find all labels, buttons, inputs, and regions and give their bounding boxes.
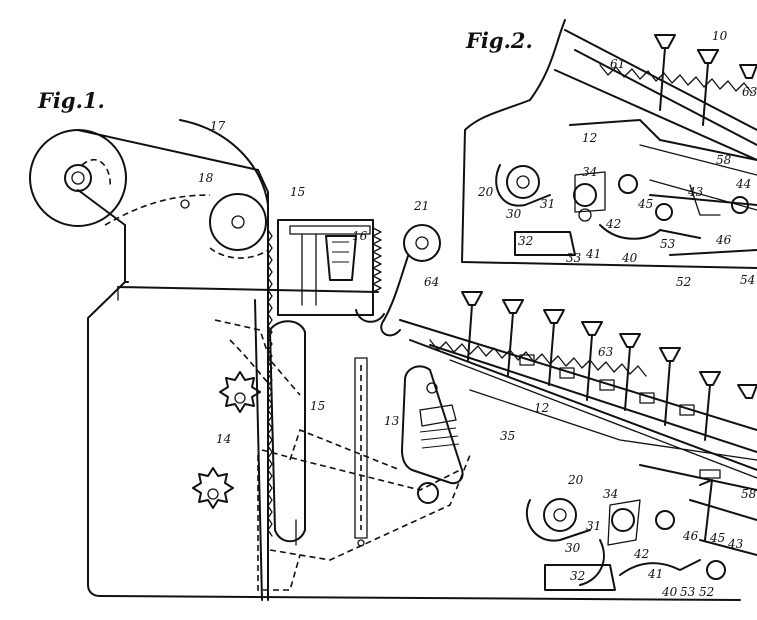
- reference-label: 18: [198, 171, 214, 185]
- reference-label: 13: [384, 414, 400, 428]
- reference-label: 40: [621, 251, 638, 265]
- reference-label: 45: [709, 531, 725, 545]
- lower-mechanism: [525, 464, 757, 591]
- reference-label: 58: [741, 487, 757, 501]
- fig2-labels: 10 61 63 12 20 30 31 34 32 33 42 41 40 5…: [477, 29, 757, 289]
- fig1-labels: 17 18 15 16 21 64 63 12 13 35 14 15 20 3…: [198, 119, 757, 599]
- hook-21: [380, 224, 441, 337]
- main-frame: [87, 224, 741, 601]
- reference-label: 64: [424, 275, 439, 289]
- reference-label: 42: [605, 217, 621, 231]
- fig2-mechanism: [495, 164, 757, 256]
- reference-label: 12: [582, 131, 597, 145]
- reference-label: 42: [633, 547, 649, 561]
- reference-label: 53: [660, 237, 676, 251]
- reference-label: 52: [699, 585, 714, 599]
- guide-arc: [179, 119, 269, 206]
- horizontal-rod: [117, 286, 379, 293]
- reference-label: 15: [310, 399, 325, 413]
- reference-label: 52: [676, 275, 691, 289]
- carriage-16: [277, 219, 374, 316]
- reference-label: 34: [582, 165, 597, 179]
- reference-label: 46: [715, 233, 732, 247]
- figure-2: Fig.2.: [461, 19, 757, 289]
- toothed-rack: [254, 229, 273, 601]
- reference-label: 41: [585, 247, 601, 261]
- fig2-title: Fig.2.: [465, 28, 533, 53]
- reference-label: 32: [518, 234, 533, 248]
- figure-1: Fig.1.: [29, 88, 757, 601]
- reference-label: 15: [290, 185, 305, 199]
- reference-label: 17: [210, 119, 226, 133]
- reference-label: 63: [598, 345, 614, 359]
- reference-label: 21: [413, 199, 429, 213]
- reference-label: 12: [534, 401, 549, 415]
- reference-label: 44: [735, 177, 751, 191]
- fig2-border: [461, 19, 757, 269]
- reference-label: 45: [637, 197, 653, 211]
- reference-label: 20: [567, 473, 584, 487]
- slide-15: [269, 320, 306, 543]
- reference-label: 32: [570, 569, 585, 583]
- spool-assembly: [29, 129, 259, 227]
- fig1-title: Fig.1.: [37, 88, 105, 113]
- reference-label: 61: [610, 57, 625, 71]
- reference-label: 40: [661, 585, 678, 599]
- reference-label: 54: [740, 273, 755, 287]
- key-levers: [399, 291, 757, 479]
- reference-label: 46: [682, 529, 699, 543]
- reference-label: 35: [500, 429, 515, 443]
- fig2-key-levers: [554, 29, 757, 211]
- reference-label: 20: [477, 185, 494, 199]
- reference-label: 33: [566, 251, 582, 265]
- reference-label: 43: [687, 185, 704, 199]
- reference-label: 43: [727, 537, 744, 551]
- reference-label: 16: [352, 229, 368, 243]
- reference-label: 53: [680, 585, 696, 599]
- reference-label: 41: [647, 567, 663, 581]
- reference-label: 10: [712, 29, 728, 43]
- reference-label: 14: [216, 432, 231, 446]
- reference-label: 31: [540, 197, 555, 211]
- spring: [372, 227, 382, 293]
- reference-label: 30: [506, 207, 522, 221]
- reference-label: 63: [742, 85, 757, 99]
- wheel-18: [209, 193, 267, 251]
- vertical-rod: [354, 357, 368, 547]
- reference-label: 30: [565, 541, 581, 555]
- star-gears-14: [192, 371, 261, 509]
- reference-label: 58: [716, 153, 732, 167]
- reference-label: 31: [586, 519, 601, 533]
- bracket-13: [401, 365, 464, 504]
- reference-label: 34: [603, 487, 618, 501]
